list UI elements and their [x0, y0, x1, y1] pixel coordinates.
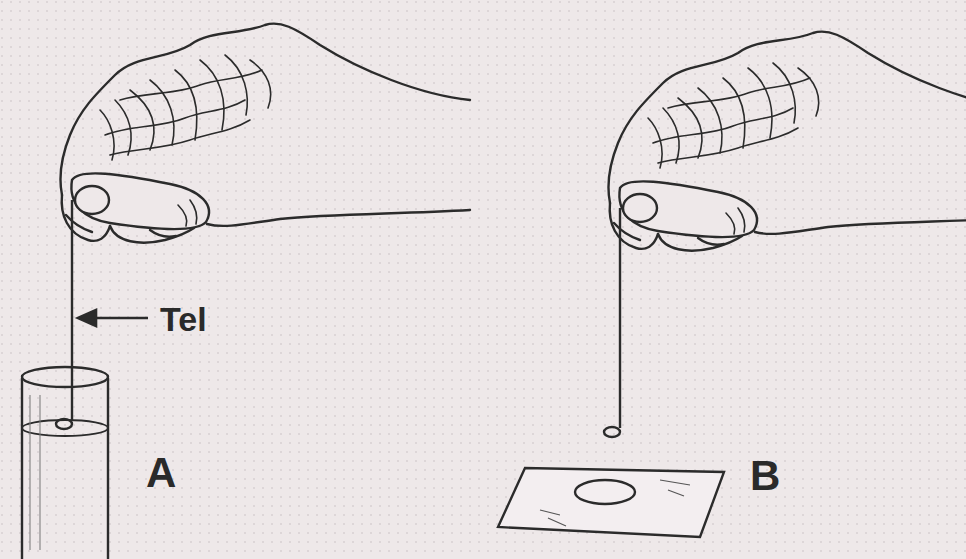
wire-loop [604, 208, 620, 437]
part-label: Tel [160, 302, 207, 336]
wire-loop [56, 200, 72, 429]
hand [608, 32, 966, 251]
panel-letter: B [750, 455, 780, 497]
test-tube [22, 367, 108, 559]
glass-slide [498, 468, 724, 537]
panel-letter: A [146, 452, 176, 494]
hand [60, 24, 470, 243]
pointer-arrow [78, 310, 148, 326]
